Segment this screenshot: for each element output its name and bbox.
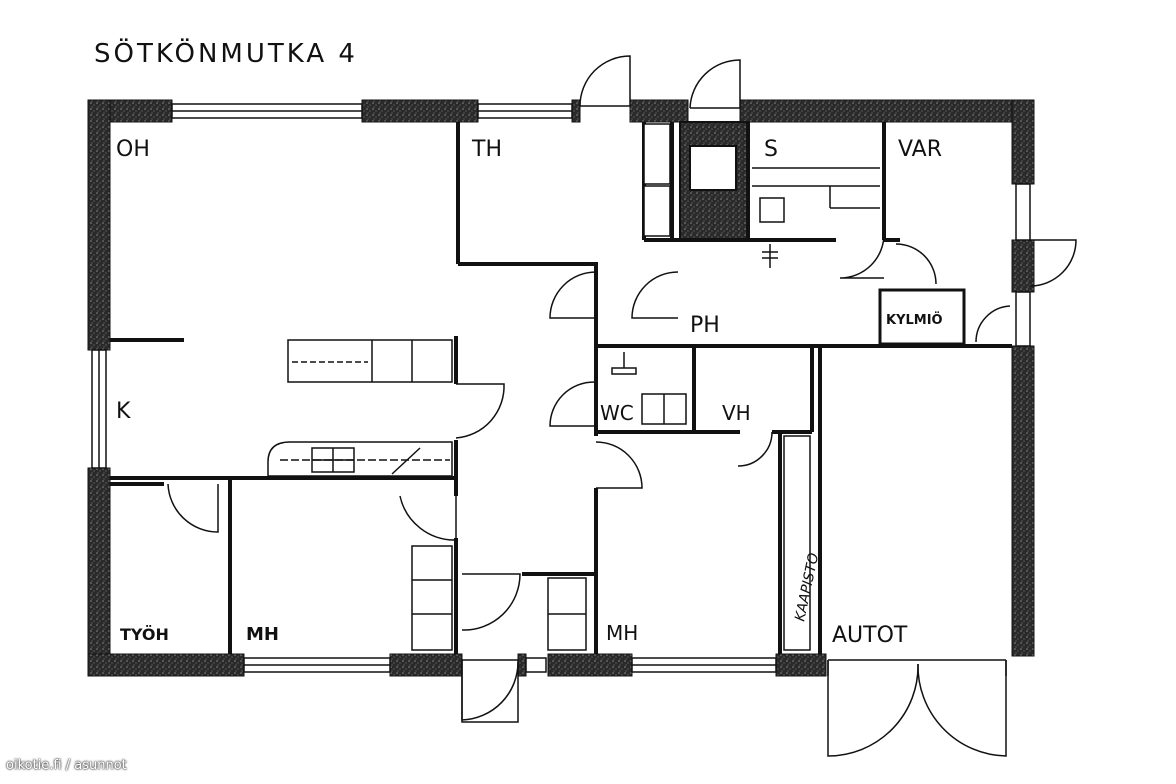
wardrobes <box>411 123 811 651</box>
room-label-ph: PH <box>690 313 720 338</box>
kitchen-counters <box>267 339 453 477</box>
wc-fixtures <box>525 352 687 673</box>
room-label-mh-1: MH <box>246 624 279 645</box>
room-label-mh-2: MH <box>606 621 638 645</box>
room-label-wc: WC <box>600 401 634 425</box>
doors <box>167 55 1077 757</box>
room-label-s: S <box>764 137 778 162</box>
room-label-th: TH <box>471 137 502 162</box>
watermark: oikotie.fi / asunnot <box>6 758 127 773</box>
room-label-autot: AUTOT <box>832 623 908 648</box>
windows <box>91 103 1031 673</box>
sauna-benches <box>752 167 880 268</box>
outer-walls <box>87 99 1035 677</box>
room-label-kylmio: KYLMIÖ <box>886 312 943 328</box>
room-labels: OH TH S VAR PH KYLMIÖ K WC VH TYÖH MH MH… <box>116 137 943 648</box>
room-label-k: K <box>116 399 131 424</box>
room-label-tyoh: TYÖH <box>120 625 169 644</box>
interior-walls <box>110 121 1012 654</box>
room-label-var: VAR <box>898 137 942 162</box>
room-label-vh: VH <box>722 401 751 425</box>
room-label-oh: OH <box>116 137 150 162</box>
plan-title: SÖTKÖNMUTKA 4 <box>94 37 358 69</box>
